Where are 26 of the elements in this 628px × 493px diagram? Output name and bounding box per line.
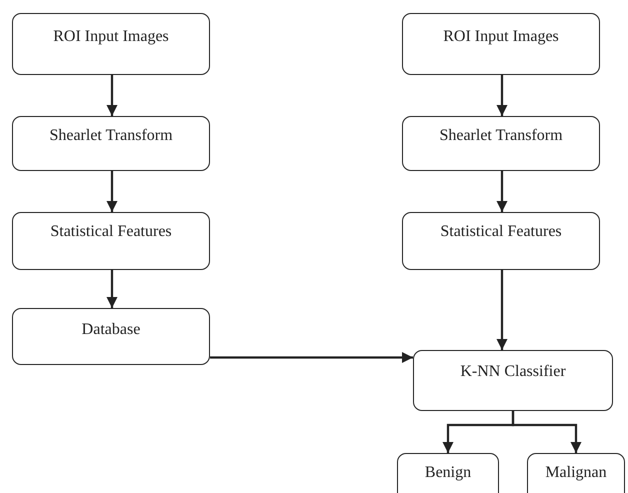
process-box: [413, 350, 613, 411]
box-label: Statistical Features: [49, 223, 173, 241]
box-label: ROI Input Images: [442, 28, 560, 46]
process-box: [12, 116, 210, 171]
box-label: Statistical Features: [439, 223, 563, 241]
box-label: Malignan: [544, 464, 608, 482]
box-label: Shearlet Transform: [48, 127, 174, 145]
arrow: [210, 352, 413, 363]
arrow: [496, 171, 508, 212]
arrow: [496, 75, 508, 116]
process-box: [402, 212, 600, 270]
process-box: [12, 212, 210, 270]
arrow: [512, 411, 582, 453]
arrow: [106, 75, 118, 116]
process-box: [402, 13, 600, 75]
box-label: Shearlet Transform: [438, 127, 564, 145]
arrow: [106, 270, 118, 308]
process-box: [12, 13, 210, 75]
box-label: Database: [80, 321, 142, 339]
arrow: [106, 171, 118, 212]
box-label: Benign: [424, 464, 472, 482]
box-label: K-NN Classifier: [459, 363, 567, 381]
arrow: [496, 270, 508, 350]
process-box: [402, 116, 600, 171]
box-label: ROI Input Images: [52, 28, 170, 46]
process-box: [12, 308, 210, 365]
